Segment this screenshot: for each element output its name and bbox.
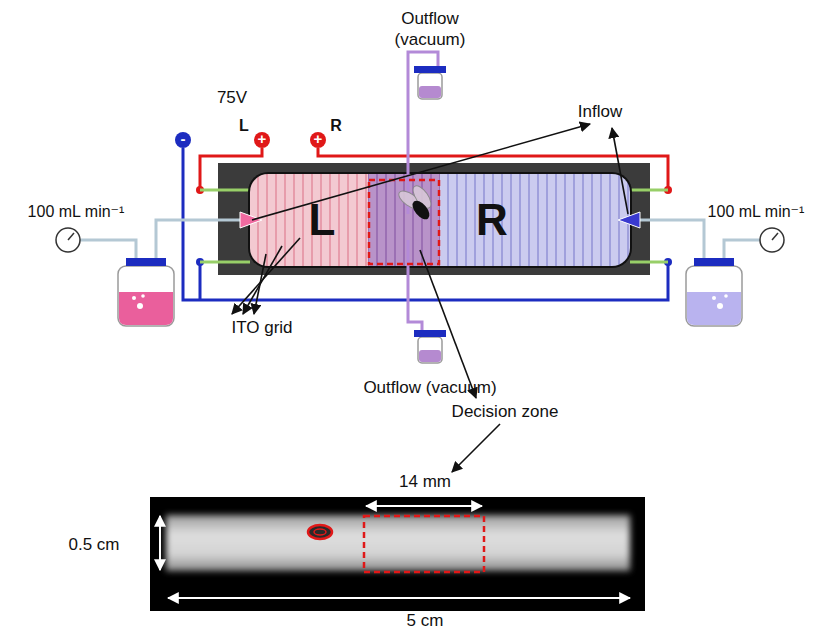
- dimension-label: 5 cm: [407, 610, 444, 631]
- chamber-photo: [150, 497, 645, 611]
- chamber-photo: [314, 529, 326, 535]
- fly: [396, 188, 424, 213]
- chamber-photo: [166, 515, 630, 571]
- odor-bottle: [686, 266, 742, 326]
- chamber-photo: [150, 497, 645, 611]
- chamber: [218, 163, 650, 275]
- blue-wire: [175, 132, 672, 300]
- dimension-arrow: [366, 505, 482, 507]
- fly: [410, 183, 435, 211]
- dimension-label: 0.5 cm: [68, 534, 119, 555]
- blue-wire: [183, 148, 668, 300]
- vacuum-bottle: [419, 350, 441, 362]
- vacuum-bottle: [414, 66, 446, 73]
- chamber: [218, 163, 650, 275]
- vacuum-bottle: [418, 337, 442, 363]
- dimension-arrow: [160, 506, 630, 598]
- odor-bottle: [712, 296, 716, 300]
- flow-rate-label: 100 mL min⁻¹: [708, 202, 805, 222]
- odor-bottle: [126, 258, 166, 266]
- vacuum-bottle: [414, 330, 446, 337]
- dimension-arrow: [159, 516, 161, 570]
- dimension-label: 14 mm: [399, 471, 451, 492]
- terminal-sign: -: [181, 130, 186, 149]
- flow-meter: [56, 228, 80, 252]
- fly: [409, 198, 432, 223]
- odor-bottle: [119, 292, 173, 325]
- chamber: [368, 266, 440, 268]
- chamber: [368, 172, 440, 174]
- decision-zone-box: [369, 180, 439, 264]
- region-letter: L: [309, 195, 336, 245]
- dimension-arrow: [168, 597, 630, 599]
- outflow-label: Outflow (vacuum): [363, 377, 496, 398]
- ito-grid-label: ITO grid: [231, 317, 292, 338]
- voltage-label: 75V: [217, 87, 247, 108]
- decision-zone-label: Decision zone: [452, 401, 559, 422]
- odor-bottle: [694, 258, 734, 266]
- odor-bottle: [724, 294, 728, 298]
- terminal-sign: +: [258, 130, 267, 149]
- odor-bottle: [118, 266, 174, 326]
- flow-meter: [56, 228, 784, 252]
- vacuum-bottle: [419, 86, 441, 98]
- leader-arrow: [452, 424, 500, 472]
- flow-meter: [772, 233, 778, 240]
- odor-bottle: [687, 292, 741, 325]
- odor-bottle: [118, 258, 742, 326]
- chamber-half-left: L: [248, 172, 368, 268]
- odor-bottle: [717, 303, 723, 309]
- channel-label: L: [239, 116, 249, 136]
- inflow-label: Inflow: [578, 101, 622, 122]
- ito-contact: [630, 261, 668, 264]
- region-letter: R: [476, 195, 508, 245]
- flow-meter: [760, 228, 784, 252]
- vacuum-bottle: [418, 73, 442, 99]
- inflow-tubing: [80, 220, 760, 305]
- channel-label: R: [330, 116, 342, 136]
- terminal-sign: +: [314, 130, 323, 149]
- outflow-label: Outflow (vacuum): [384, 8, 476, 51]
- ito-contact: [200, 189, 250, 192]
- decision-zone-box: [369, 180, 439, 264]
- flow-meter: [68, 233, 74, 240]
- odor-bottle: [137, 303, 143, 309]
- ito-contact: [630, 189, 668, 192]
- odor-bottle: [132, 296, 136, 300]
- chamber-photo: [308, 525, 332, 539]
- leader-arrow: [420, 250, 476, 398]
- ito-contact: [200, 261, 250, 264]
- odor-bottle: [141, 294, 145, 298]
- chamber-half-right: R: [440, 172, 632, 268]
- chamber: [368, 172, 440, 268]
- chamber-photo: [364, 516, 484, 572]
- flow-rate-label: 100 mL min⁻¹: [28, 202, 125, 222]
- fly: [396, 183, 434, 222]
